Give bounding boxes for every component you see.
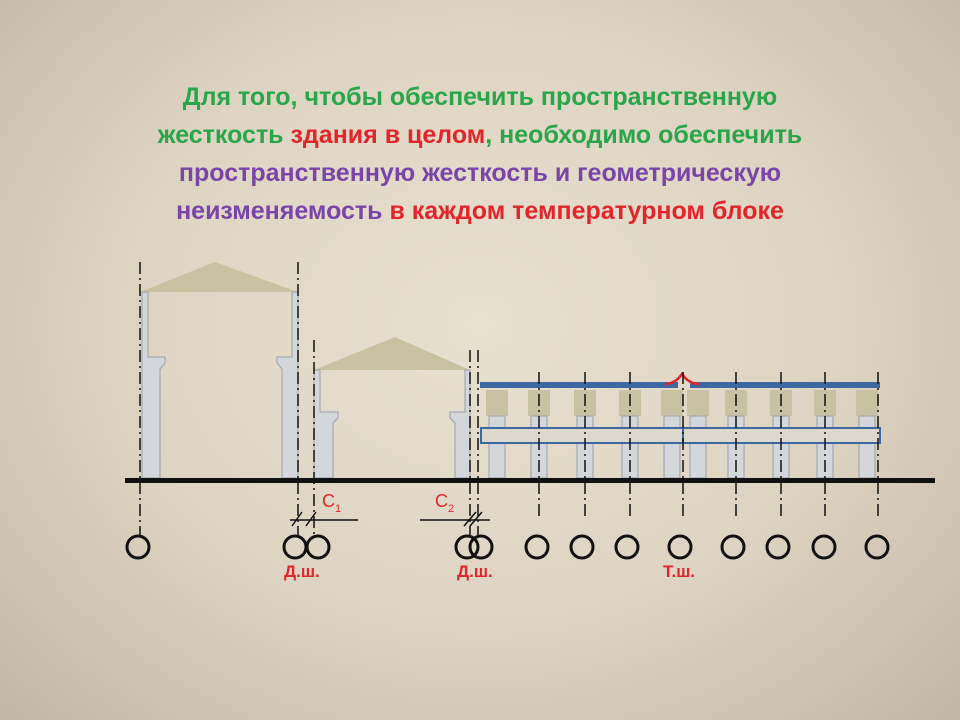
axis-lines — [139, 262, 879, 535]
column-capital — [661, 390, 683, 416]
expansion-joint-label-2: Д.ш. — [457, 562, 493, 581]
dimension-lines — [290, 511, 490, 527]
column-capital — [486, 390, 508, 416]
title-line-1: Для того, чтобы обеспечить пространствен… — [182, 83, 778, 111]
column-capital — [687, 390, 709, 416]
column — [858, 415, 876, 479]
axis-marker-circle — [614, 534, 640, 560]
columns-building-1-2 — [141, 291, 471, 479]
axis-marker-circle — [811, 534, 837, 560]
axis-marker-circle — [569, 534, 595, 560]
column — [276, 291, 299, 479]
joint-caret — [664, 371, 700, 386]
roof-1 — [140, 262, 298, 292]
axis-marker-circle — [765, 534, 791, 560]
column — [449, 369, 471, 479]
axis-marker-circle — [524, 534, 550, 560]
axis-marker-circle — [468, 534, 494, 560]
ground-line — [125, 478, 935, 483]
title-line-2c: , необходимо обеспечить — [485, 121, 803, 149]
c1-label: C1 — [322, 491, 341, 515]
crane-beam — [480, 427, 881, 444]
axis-marker-circle — [720, 534, 746, 560]
title-line-3: пространственную жесткость и геометричес… — [178, 159, 782, 187]
top-beam-left — [480, 382, 678, 388]
title-line-2b: здания в целом — [290, 121, 486, 149]
column — [663, 415, 681, 479]
axis-markers — [125, 534, 890, 560]
top-beam-right — [690, 382, 880, 388]
temperature-joint-label: Т.ш. — [663, 562, 695, 581]
axis-marker-circle — [282, 534, 308, 560]
axis-marker-circle — [454, 534, 480, 560]
roof-2 — [314, 337, 470, 370]
axis-marker-circle — [864, 534, 890, 560]
axis-marker-circle — [125, 534, 151, 560]
roofs — [140, 262, 470, 370]
title-line-4b: в каждом температурном блоке — [389, 197, 784, 225]
column-capital — [856, 390, 878, 416]
c2-label: C2 — [435, 491, 454, 515]
expansion-joint-label-1: Д.ш. — [284, 562, 320, 581]
axis-marker-circle — [305, 534, 331, 560]
column — [689, 415, 707, 479]
slide-title: Для того, чтобы обеспечить пространствен… — [0, 78, 960, 230]
title-line-4a: неизменяемость — [176, 197, 390, 225]
column — [141, 291, 166, 479]
axis-marker-circle — [667, 534, 693, 560]
column — [488, 415, 506, 479]
column — [313, 369, 339, 479]
title-line-2a: жесткость — [157, 121, 291, 149]
